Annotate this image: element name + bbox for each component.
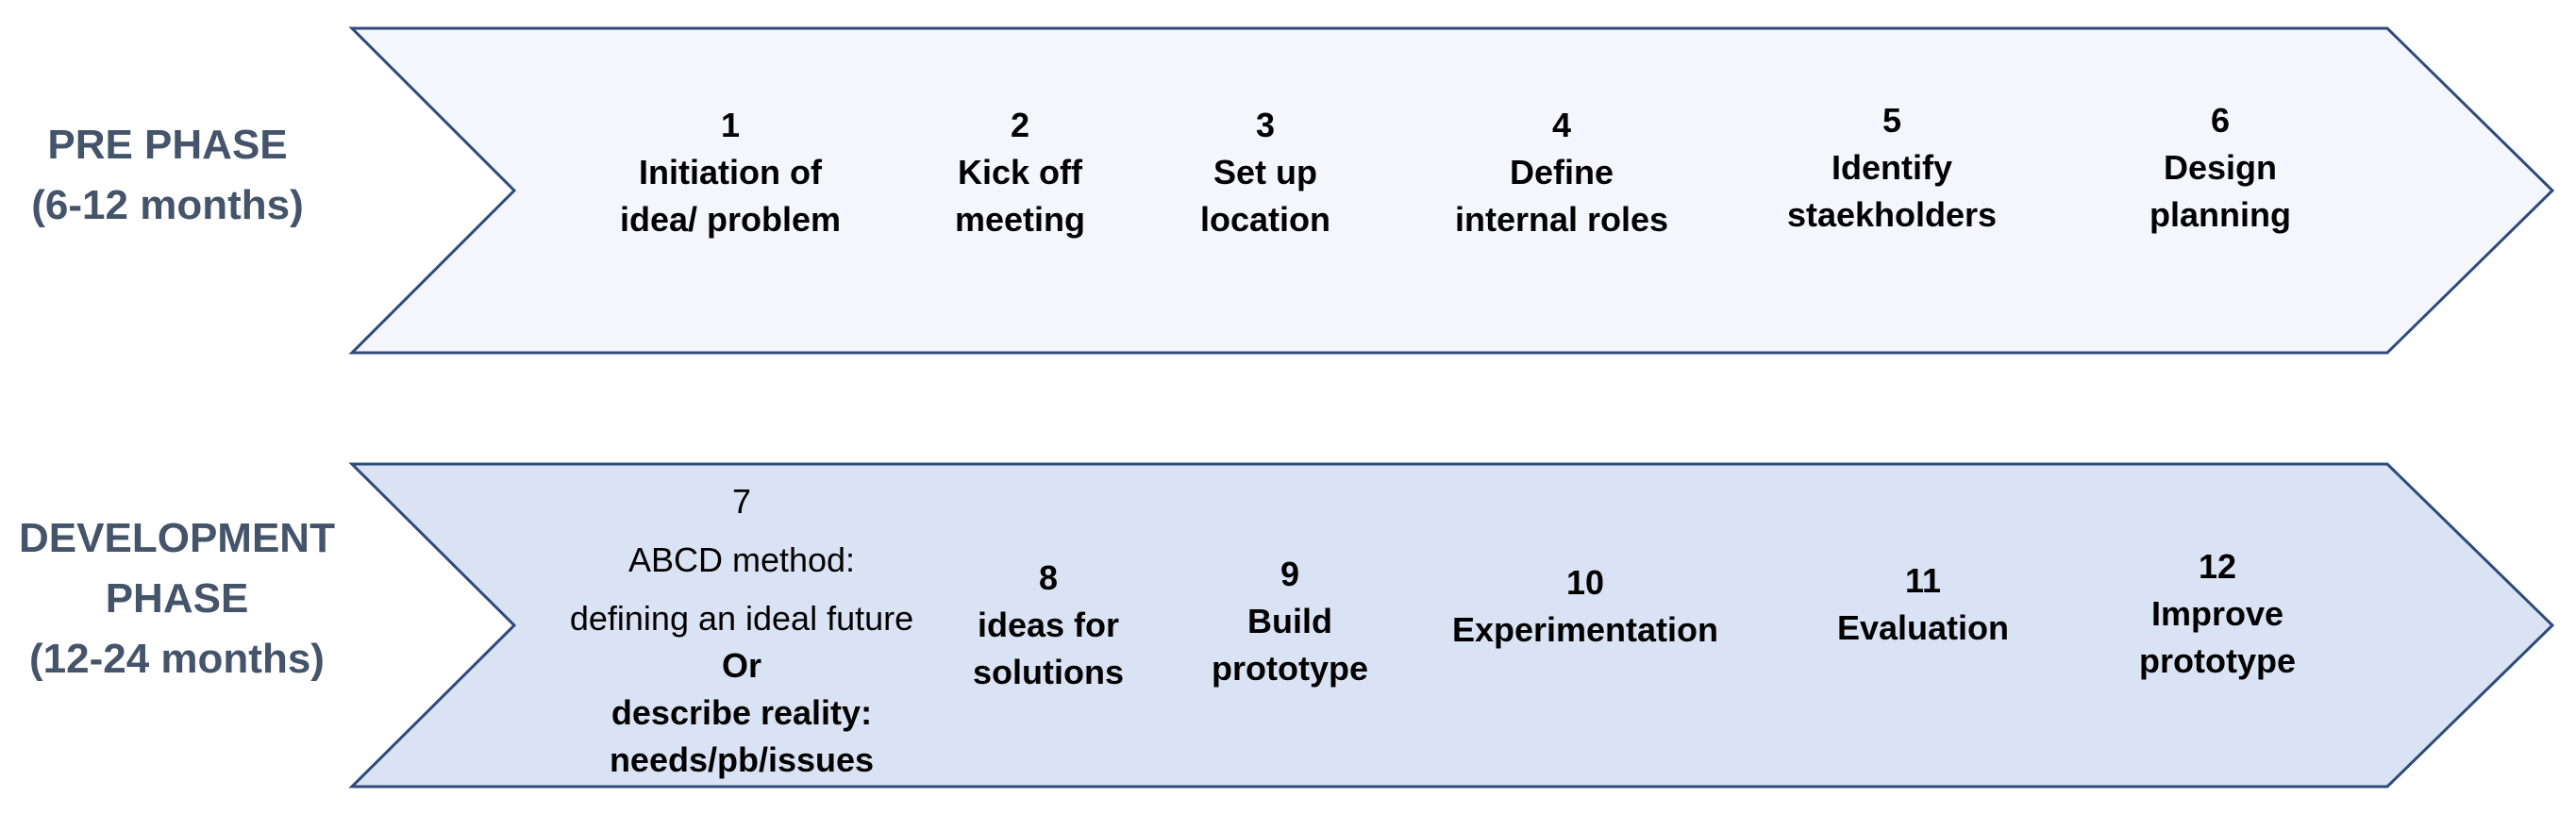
step-label-line1: ideas for — [977, 606, 1120, 644]
step-label-line4: describe reality: — [611, 693, 873, 732]
step-label-line1: Build — [1247, 602, 1332, 640]
development-phase-label-line3: (12-24 months) — [29, 636, 325, 682]
pre-step-4: 4 Define internal roles — [1455, 102, 1668, 243]
development-phase-label-line1: DEVELOPMENT — [19, 515, 335, 561]
step-number: 2 — [1010, 106, 1030, 144]
step-label-line1: Initiation of — [639, 153, 822, 191]
pre-phase-arrow — [348, 26, 2555, 355]
step-number: 6 — [2210, 101, 2231, 140]
dev-step-7: 7 ABCD method: defining an ideal future … — [570, 478, 913, 784]
step-label-line2: prototype — [1212, 649, 1368, 688]
step-label-line2: defining an ideal future — [569, 599, 914, 638]
step-number: 10 — [1565, 563, 1605, 602]
step-label-line5: needs/pb/issues — [609, 740, 875, 779]
step-label-line2: prototype — [2139, 641, 2296, 680]
pre-step-6: 6 Design planning — [2149, 97, 2291, 239]
pre-phase-label: PRE PHASE (6-12 months) — [0, 115, 335, 236]
step-number: 7 — [731, 482, 752, 521]
step-label-line1: Define — [1509, 153, 1614, 191]
step-label-line2: internal roles — [1454, 200, 1669, 239]
dev-step-10: 10 Experimentation — [1452, 559, 1718, 654]
step-label-line1: Design — [2163, 148, 2278, 187]
step-label-line2: idea/ problem — [619, 200, 842, 239]
pre-phase-label-line1: PRE PHASE — [47, 122, 288, 168]
development-phase-label-line2: PHASE — [105, 575, 249, 622]
pre-step-1: 1 Initiation of idea/ problem — [620, 102, 841, 243]
step-label-line1: Experimentation — [1451, 610, 1719, 649]
step-number: 12 — [2198, 547, 2237, 586]
dev-step-8: 8 ideas for solutions — [973, 555, 1124, 696]
step-label-line2: solutions — [973, 653, 1124, 691]
step-number: 5 — [1882, 101, 1902, 140]
step-label-line1: Evaluation — [1836, 608, 2010, 647]
step-label-line1: Kick off — [957, 153, 1082, 191]
step-number: 4 — [1551, 106, 1572, 144]
step-number: 1 — [720, 106, 741, 144]
step-label-line3: Or — [721, 646, 761, 685]
step-number: 8 — [1038, 558, 1059, 597]
pre-step-2: 2 Kick off meeting — [955, 102, 1085, 243]
step-label-line1: Set up — [1213, 153, 1318, 191]
step-number: 11 — [1904, 561, 1942, 600]
step-number: 3 — [1255, 106, 1276, 144]
step-label-line2: meeting — [954, 200, 1086, 239]
step-label-line1: Identify — [1831, 148, 1953, 187]
dev-step-12: 12 Improve prototype — [2139, 543, 2296, 685]
pre-step-5: 5 Identify staekholders — [1787, 97, 1997, 239]
dev-step-11: 11 Evaluation — [1837, 557, 2009, 652]
pre-phase-label-line2: (6-12 months) — [31, 182, 304, 228]
step-label-line1: Improve — [2150, 594, 2284, 633]
development-phase-arrow — [348, 462, 2555, 788]
pre-step-3: 3 Set up location — [1200, 102, 1330, 243]
step-number: 9 — [1280, 555, 1300, 593]
development-phase-label: DEVELOPMENT PHASE (12-24 months) — [0, 508, 354, 689]
dev-step-9: 9 Build prototype — [1212, 551, 1368, 692]
step-label-line2: planning — [2149, 195, 2291, 234]
step-label-line2: location — [1199, 200, 1331, 239]
step-label-line2: staekholders — [1786, 195, 1998, 234]
step-label-line1: ABCD method: — [627, 540, 856, 579]
